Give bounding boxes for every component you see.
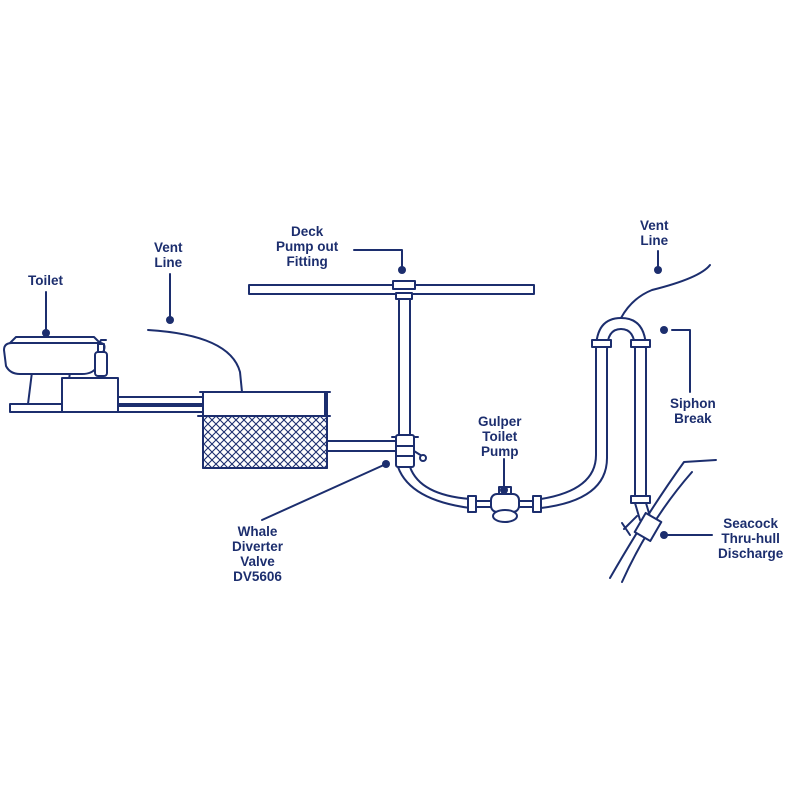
label-whale-diverter-valve: Whale Diverter Valve DV5606 bbox=[232, 524, 284, 584]
holding-tank-icon bbox=[197, 391, 331, 469]
valve-to-pump-pipe bbox=[397, 466, 471, 509]
pump-to-siphon-pipe bbox=[540, 349, 608, 509]
hull-lines bbox=[609, 459, 717, 583]
label-vent-line-left: Vent Line bbox=[154, 240, 183, 270]
leader-dots bbox=[42, 266, 668, 539]
deck-pumpout-pipe bbox=[398, 298, 411, 437]
left-vent-line bbox=[147, 329, 243, 393]
deck-fitting-bar bbox=[248, 280, 535, 300]
toilet-discharge-pipe bbox=[117, 396, 206, 407]
seacock-icon bbox=[621, 502, 663, 543]
label-siphon-break: Siphon Break bbox=[670, 396, 716, 426]
right-vent-line bbox=[620, 264, 711, 319]
label-deck-pump-out-fitting: Deck Pump out Fitting bbox=[276, 224, 339, 269]
label-vent-line-right: Vent Line bbox=[640, 218, 669, 248]
tank-to-valve-pipe bbox=[326, 440, 399, 452]
label-seacock-thru-hull-discharge: Seacock Thru-hull Discharge bbox=[718, 516, 784, 561]
gulper-pump-icon bbox=[467, 486, 542, 523]
siphon-break-icon bbox=[591, 317, 651, 504]
diverter-valve-icon bbox=[391, 434, 427, 468]
toilet-icon bbox=[3, 336, 119, 413]
label-gulper-toilet-pump: Gulper Toilet Pump bbox=[478, 414, 522, 459]
leader-lines bbox=[45, 249, 713, 536]
label-toilet: Toilet bbox=[28, 273, 63, 288]
